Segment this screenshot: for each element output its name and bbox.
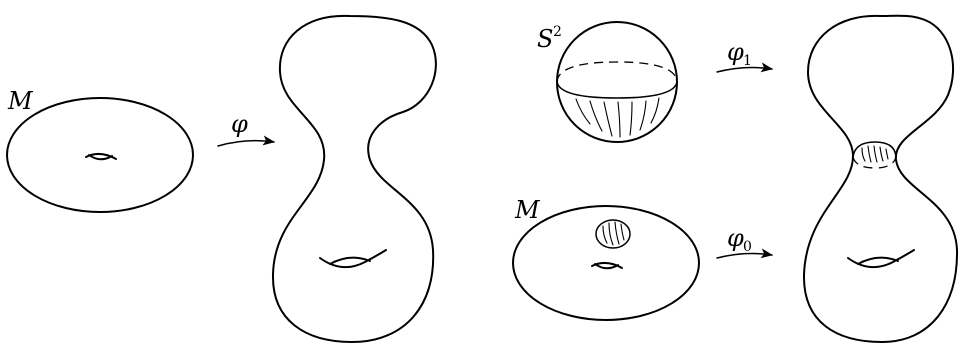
sphere-equator-front [557,82,677,98]
sphere-equator-back [557,62,677,82]
surface-phi-image [273,16,436,342]
label-m-bottom: M [514,196,541,224]
sphere-hatching [576,98,659,137]
svg-text:2: 2 [553,24,562,40]
svg-text:φ: φ [727,38,744,66]
label-phi0: φ 0 [727,224,752,255]
neck-lower-arc-dashed [853,157,896,168]
sphere-s2 [557,22,677,142]
surface-combined-image [804,16,957,342]
svg-text:S: S [537,25,553,53]
label-s2: S 2 [537,24,562,53]
arrow-phi [218,141,274,146]
neck-hatching [862,146,888,162]
label-m-left: M [7,87,34,115]
torus-m-bottom [513,206,699,320]
torus-m-left [7,98,193,212]
label-phi1: φ 1 [727,38,752,69]
label-phi: φ [231,110,248,138]
disk-hatching [603,222,624,245]
svg-text:φ: φ [727,224,744,252]
svg-text:0: 0 [743,239,752,255]
svg-text:1: 1 [743,53,752,69]
